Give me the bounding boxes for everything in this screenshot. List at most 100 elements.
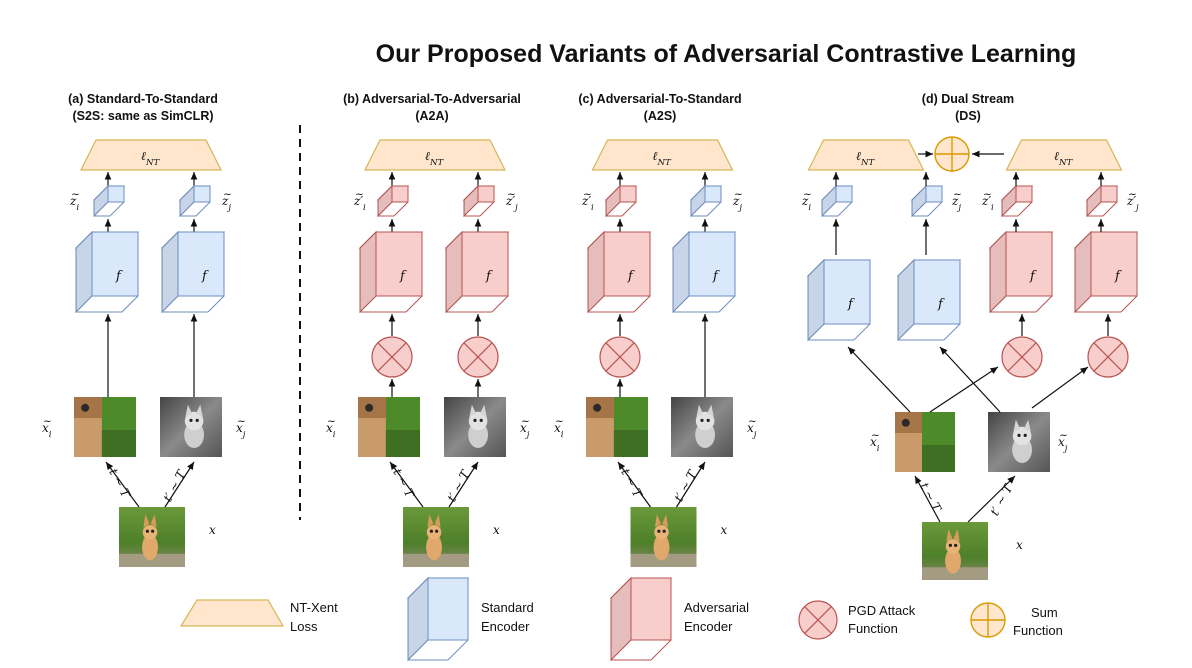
legend-adversarial-label: Adversarial — [684, 600, 749, 615]
panel-b-x-label: x — [493, 523, 500, 537]
kitten-eye — [189, 418, 193, 422]
cube-front-face — [1100, 185, 1118, 203]
panel-d-nt-xent-loss-standard — [807, 139, 925, 171]
panel-d-nt-xent-loss-adversarial — [1005, 139, 1123, 171]
panel-b-pgd-right — [457, 336, 499, 378]
photo-ground — [403, 553, 469, 567]
nt-xent-trapezoid — [1005, 139, 1123, 171]
panel-d-arrow-xi-to-std-enc — [847, 346, 911, 413]
panel-d-arrow-x-to-xi — [914, 475, 941, 523]
panel-c-z-right-label-text: zj — [732, 194, 742, 213]
cube-side-shade — [898, 260, 914, 340]
encoder-f-label: f — [399, 269, 407, 284]
panel-d-standard-encoder-left: f — [806, 258, 872, 342]
cube-edge — [393, 201, 409, 217]
kitten-head — [184, 411, 204, 431]
panel-a-x-label: x — [209, 523, 216, 537]
panel-c-z-right-label-tilde: ~ — [734, 188, 743, 201]
panel-b-xi-label: xi~ — [326, 415, 336, 440]
panel-d-xi-label: xi~ — [870, 429, 880, 454]
panel-c-xj-label-text: xj — [747, 421, 757, 440]
cube-side-shade — [162, 232, 178, 312]
cube-front-face — [477, 185, 495, 203]
kitten-ear — [185, 404, 193, 417]
panel-a-embedding-left — [92, 184, 126, 218]
legend-adversarial-encoder-icon — [609, 576, 673, 662]
loss-symbol: ℓNT — [653, 149, 673, 168]
legend-standard-label: Standard — [481, 600, 534, 615]
panel-c-image-xi — [586, 397, 648, 457]
panel-b-embedding-left — [376, 184, 410, 218]
loss-symbol: ℓNT — [425, 149, 445, 168]
kitten-ear — [195, 404, 203, 417]
nt-xent-trapezoid — [807, 139, 925, 171]
loss-label-text: ℓNT — [141, 149, 161, 168]
panel-b-nt-xent-loss — [364, 139, 506, 171]
cube-front-face — [1015, 185, 1033, 203]
cube-edge — [837, 201, 853, 217]
panel-b-t-label: t ∼ T — [390, 466, 417, 500]
kitten-eye — [479, 418, 483, 422]
panel-a-t-prime-label: t′ ∼ T — [160, 467, 188, 504]
cube-front-face — [619, 185, 637, 203]
cube-front-face — [193, 185, 211, 203]
panel-a-image-xi — [74, 397, 136, 457]
cube-edge — [633, 295, 651, 313]
kitten-ear — [654, 514, 661, 528]
photo-ground — [922, 567, 988, 580]
panel-a-image-x — [119, 507, 185, 567]
cube-edge — [621, 201, 637, 217]
kitten-head — [654, 524, 669, 540]
panel-d-xj-label-tilde: ~ — [1059, 429, 1068, 442]
cube-front-face — [375, 231, 423, 297]
panel-a-arrow-x-to-xi — [105, 461, 140, 508]
cube-edge — [479, 201, 495, 217]
cube-side-shade — [180, 186, 194, 216]
photo-ground — [630, 553, 697, 567]
panel-d-adversarial-encoder-right: f — [1073, 230, 1139, 314]
cube-edge — [1120, 295, 1138, 313]
legend-sum-label-2: Function — [1013, 623, 1063, 638]
kitten-ear — [150, 514, 157, 528]
legend-pgd-label: PGD Attack — [848, 603, 916, 618]
panel-b-image-xj — [444, 397, 506, 457]
kitten-eye — [1017, 433, 1021, 437]
cube-side-shade — [360, 232, 376, 312]
panel-b-image-x — [403, 507, 469, 567]
cube-side-shade — [464, 186, 478, 216]
legend-standard-label-2: Encoder — [481, 619, 530, 634]
panel-c-z-right-label: zj~ — [732, 188, 743, 213]
panel-a-embedding-right — [178, 184, 212, 218]
panel-b-xj-label: xj~ — [520, 415, 530, 440]
panel-a-image-xj — [160, 397, 222, 457]
panel-d-z-label-3-text: z′j — [1126, 194, 1139, 213]
cube-front-face — [630, 577, 672, 641]
loss-symbol: ℓNT — [1054, 149, 1074, 168]
panel-c-x-label: x — [721, 523, 728, 537]
panel-b-arrow-x-to-xi — [389, 461, 424, 508]
panel-a-xj-label-text: xj — [236, 421, 246, 440]
cube-front-face — [461, 231, 509, 297]
panel-a-z-left-label: zi~ — [69, 188, 80, 213]
kitten-eye — [1023, 433, 1027, 437]
panel-a-t-label: t ∼ T — [106, 466, 133, 500]
cube-edge — [650, 639, 672, 661]
legend-sum-icon — [970, 602, 1006, 638]
panel-d-z-label-2-tilde: ~ — [983, 188, 992, 201]
cube-side-shade — [606, 186, 620, 216]
panel-c-z-left-label: z′i~ — [581, 188, 594, 213]
encoder-f-label: f — [712, 269, 720, 284]
panel-c-embedding-left — [604, 184, 638, 218]
cube-side-shade — [673, 232, 689, 312]
panel-d-arrow-x-to-xj — [967, 475, 1016, 523]
panel-d-xi-label-text: xi — [870, 435, 880, 454]
panel-d-z-label-1-tilde: ~ — [953, 188, 962, 201]
panel-c-xi-label-text: xi — [554, 421, 564, 440]
cube-front-face — [391, 185, 409, 203]
encoder-f-label: f — [847, 297, 855, 312]
loss-symbol: ℓNT — [856, 149, 876, 168]
panel-d-image-x — [922, 522, 988, 580]
loss-label-text: ℓNT — [425, 149, 445, 168]
pgd-cross-line — [1007, 342, 1037, 372]
